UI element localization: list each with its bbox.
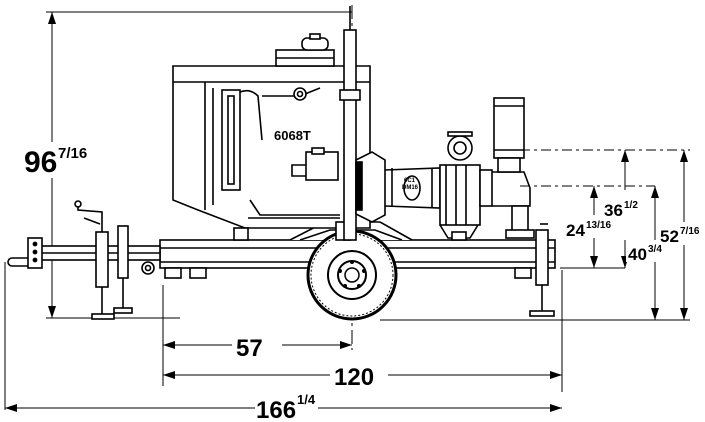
dim-overall-length-fraction: 1/4	[297, 392, 316, 407]
dim-frame-length: 120	[334, 364, 374, 391]
arrowheads	[5, 12, 688, 412]
pump-model-line2: DM16	[402, 185, 419, 191]
dim-discharge-height-fraction: 1/2	[624, 200, 638, 211]
trailer-frame	[7, 237, 556, 279]
dim-discharge-top-fraction: 7/16	[680, 226, 700, 237]
dim-axle-to-hitch-whole: 57	[236, 335, 263, 362]
pump-assembly	[355, 97, 535, 241]
lifting-mast	[339, 6, 361, 241]
pump-model-label: 6C1 DM16	[402, 178, 419, 191]
dim-overall-length: 166 1/4	[256, 392, 316, 422]
dim-discharge-top: 52 7/16	[658, 222, 704, 246]
dim-discharge-top-whole: 52	[660, 227, 679, 246]
dim-total-height-whole: 96	[24, 146, 57, 179]
dim-suction-height-alt: 40 3/4	[626, 240, 668, 264]
rear-jack	[529, 223, 555, 317]
dim-suction-height: 24 13/16	[564, 216, 622, 240]
tongue-jack	[74, 200, 133, 320]
dim-discharge-height-whole: 36	[604, 201, 623, 220]
engine-model-label: 6068T	[274, 128, 311, 143]
dim-suction-height-alt-whole: 40	[628, 245, 647, 264]
pump-model-line1: 6C1	[404, 178, 416, 184]
dim-axle-to-hitch: 57	[236, 335, 263, 362]
dim-total-height: 96 7/16	[24, 142, 92, 179]
trailer-wheel	[306, 229, 398, 321]
dim-total-height-fraction: 7/16	[58, 145, 87, 162]
dim-suction-height-whole: 24	[566, 221, 585, 240]
dim-suction-height-alt-fraction: 3/4	[648, 244, 662, 255]
dim-frame-length-whole: 120	[334, 364, 374, 391]
dim-suction-height-fraction: 13/16	[586, 220, 611, 231]
dim-overall-length-whole: 166	[256, 397, 296, 422]
engine	[172, 33, 371, 241]
